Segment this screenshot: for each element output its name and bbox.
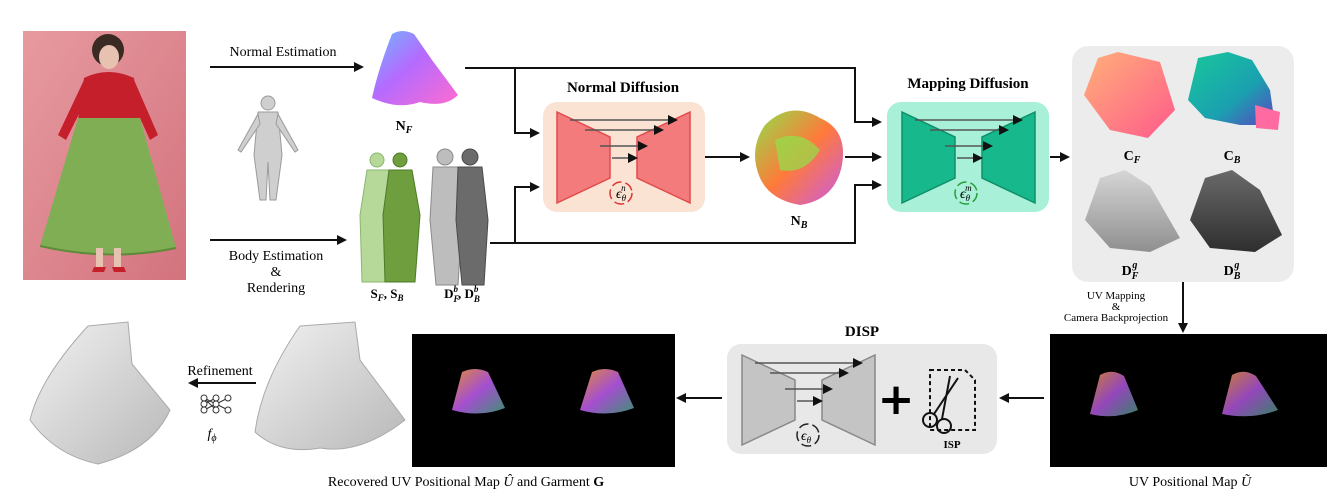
label-f-phi: fϕ — [207, 427, 216, 444]
map-cf — [1084, 52, 1175, 138]
label-refinement: Refinement — [187, 364, 252, 379]
disp-module: ϵθ + ISP — [727, 344, 997, 454]
title-mapping-diffusion: Mapping Diffusion — [907, 76, 1029, 92]
body-mesh — [237, 95, 299, 201]
label-uv-mapping: UV Mapping — [1087, 290, 1146, 302]
normal-map-nb — [755, 110, 844, 205]
normal-map-nf — [372, 31, 458, 106]
mapping-diffusion-module: ϵθm — [887, 102, 1049, 212]
input-photo — [23, 31, 186, 280]
garment-mesh-coarse — [254, 321, 406, 451]
map-dgb — [1190, 170, 1282, 252]
label-body-ampersand: & — [271, 265, 282, 280]
epsilon-mapping: ϵθm — [960, 183, 972, 203]
arrow-nf-to-mapping-diffusion — [468, 67, 882, 127]
label-normal-estimation: Normal Estimation — [230, 45, 337, 60]
label-cb: CB — [1224, 149, 1241, 166]
isp-scissors-icon — [922, 369, 976, 434]
silhouettes-and-depth — [359, 148, 489, 286]
map-dgf — [1085, 170, 1180, 252]
epsilon-normal: ϵθn — [616, 183, 627, 203]
arrow-body-to-mapping-diffusion — [490, 180, 882, 244]
normal-diffusion-module: ϵθn — [543, 102, 705, 212]
plus-sign: + — [878, 374, 915, 425]
label-isp: ISP — [943, 439, 960, 451]
label-uv-ampersand: & — [1112, 301, 1121, 313]
label-nb: NB — [791, 214, 808, 231]
arrow-nf-to-normal-diffusion — [465, 67, 540, 138]
label-df-db: DFb, DBb — [444, 284, 480, 304]
label-cf: CF — [1124, 149, 1141, 166]
caption-recovered: Recovered UV Positional Map Û and Garmen… — [328, 473, 604, 490]
garment-mesh-refined — [29, 321, 171, 465]
map-cb — [1188, 52, 1275, 125]
recovered-uv-panel — [412, 334, 675, 467]
neural-network-icon — [200, 394, 232, 414]
label-dgb: DBg — [1224, 260, 1241, 282]
label-nf: NF — [396, 119, 413, 136]
epsilon-disp: ϵθ — [801, 429, 812, 445]
uv-positional-map-panel — [1050, 334, 1327, 467]
arrow-body-to-normal-diffusion — [490, 182, 540, 244]
label-dgf: DFg — [1122, 260, 1139, 282]
label-camera-backprojection: Camera Backprojection — [1064, 312, 1169, 324]
label-rendering: Rendering — [247, 281, 305, 296]
label-body-estimation: Body Estimation — [229, 249, 324, 264]
title-normal-diffusion: Normal Diffusion — [567, 80, 680, 96]
label-sf-sb: SF, SB — [371, 286, 404, 303]
title-disp: DISP — [845, 324, 879, 340]
maps-panel — [1072, 46, 1294, 282]
caption-uv-positional-map: UV Positional Map Ũ — [1129, 473, 1252, 490]
